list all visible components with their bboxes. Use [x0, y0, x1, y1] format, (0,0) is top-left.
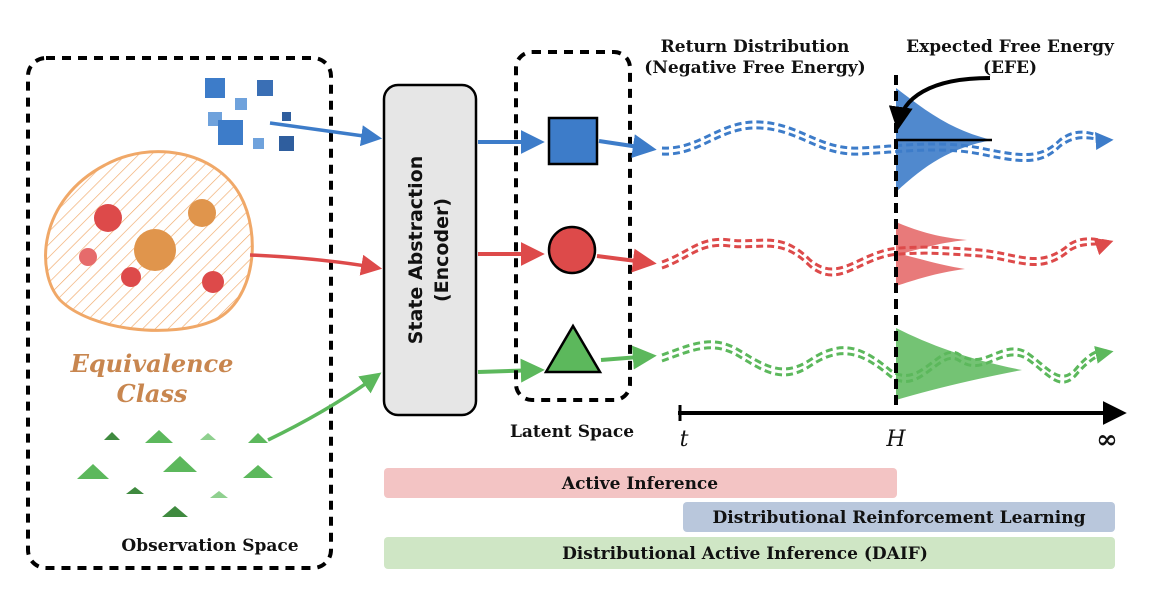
red-input-arrow	[249, 253, 383, 276]
green-latent-arrow	[600, 345, 657, 370]
latent-space-label: Latent Space	[510, 422, 634, 442]
return-distribution-label-2: (Negative Free Energy)	[644, 58, 865, 78]
encoder-label-2: (Encoder)	[431, 198, 453, 302]
red-return-distribution	[896, 222, 967, 286]
green-encoder-arrow	[477, 358, 545, 383]
active-inference-bar	[384, 468, 897, 498]
blue-latent-arrow	[598, 134, 657, 158]
latent-square	[547, 116, 599, 166]
latent-circle	[547, 225, 597, 275]
efe-pointer-arrow	[888, 76, 991, 131]
blue-observation-squares	[205, 78, 294, 151]
green-input-arrow	[267, 372, 382, 442]
distributional-rl-label: Distributional Reinforcement Learning	[713, 508, 1086, 528]
daif-label: Distributional Active Inference (DAIF)	[562, 544, 928, 564]
red-trajectory	[661, 237, 1114, 277]
green-return-distribution	[896, 328, 1022, 400]
efe-label-1: Expected Free Energy	[906, 37, 1115, 57]
latent-space-box	[514, 50, 632, 402]
state-abstraction-encoder	[382, 83, 478, 417]
axis-label-h: H	[885, 427, 906, 452]
daif-bar	[384, 537, 1115, 569]
green-observation-triangles	[77, 430, 273, 517]
active-inference-label: Active Inference	[561, 474, 718, 494]
blue-input-arrow	[269, 121, 383, 147]
red-latent-arrow	[596, 248, 657, 273]
red-orange-observation-circles	[79, 199, 224, 293]
equivalence-class-label-1: Equivalence	[70, 349, 234, 378]
return-distribution-label-1: Return Distribution	[661, 37, 850, 57]
efe-label-2: (EFE)	[983, 58, 1037, 78]
encoder-label-1: State Abstraction	[405, 156, 427, 345]
distributional-rl-bar	[683, 502, 1115, 532]
blue-trajectory	[661, 120, 1114, 162]
green-trajectory	[661, 340, 1114, 384]
equivalence-class-label-2: Class	[117, 379, 188, 408]
observation-space-label: Observation Space	[121, 536, 298, 556]
latent-triangle	[543, 323, 603, 374]
axis-label-infinity: ∞	[1096, 425, 1118, 455]
axis-label-t: t	[680, 427, 689, 452]
observation-space-box	[26, 56, 333, 570]
